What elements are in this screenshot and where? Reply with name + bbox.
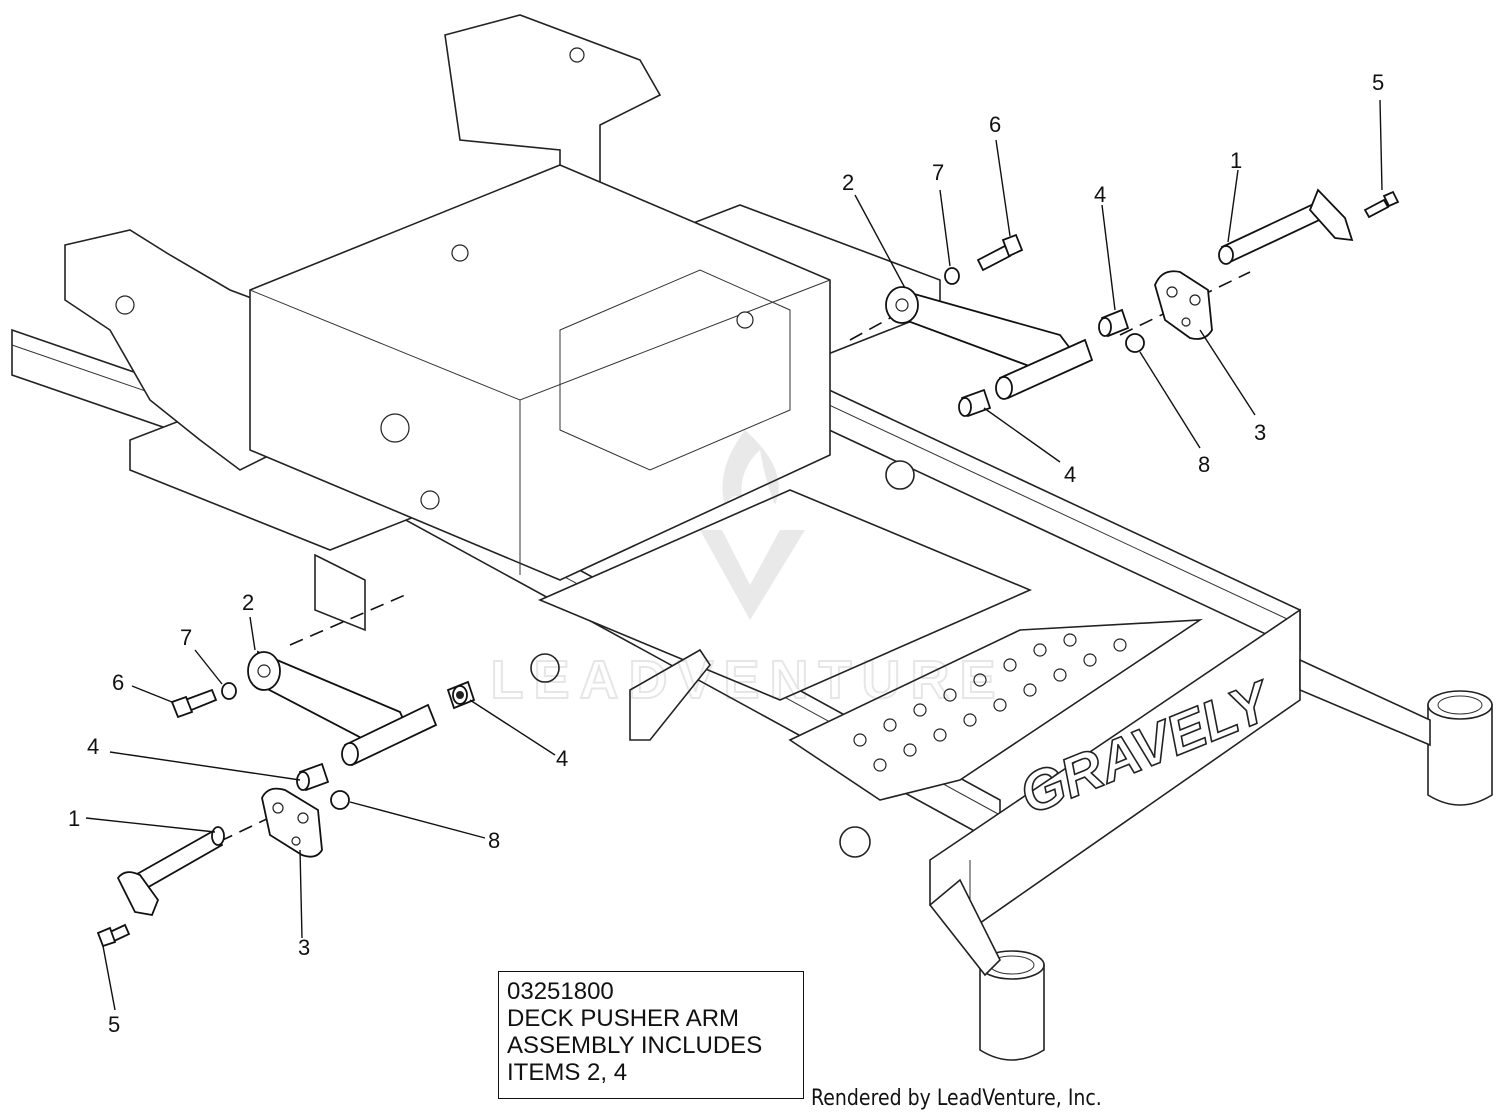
label-left-item-6: 6 bbox=[112, 670, 124, 695]
left-item-7-washer bbox=[221, 682, 237, 700]
label-right-item-5: 5 bbox=[1372, 70, 1384, 95]
right-item-6-bolt bbox=[976, 233, 1024, 272]
rendered-by-credit: Rendered by LeadVenture, Inc. bbox=[811, 1086, 1102, 1111]
watermark: LEADVENTURE bbox=[489, 430, 1005, 711]
label-left-item-4-left: 4 bbox=[87, 734, 99, 759]
flame-v-logo bbox=[700, 430, 805, 620]
right-item-7-washer bbox=[944, 267, 960, 285]
left-item-4-bushing-left bbox=[296, 762, 330, 792]
label-left-item-5: 5 bbox=[108, 1012, 120, 1037]
label-right-item-8: 8 bbox=[1198, 452, 1210, 477]
right-item-5-bolt bbox=[1363, 190, 1400, 219]
right-item-2-arm bbox=[885, 286, 1094, 400]
left-item-8-nut bbox=[330, 790, 350, 810]
left-item-5-bolt bbox=[96, 923, 131, 948]
item-labels-left: 2 7 6 4 4 1 8 3 5 bbox=[68, 590, 568, 1037]
label-left-item-7: 7 bbox=[180, 625, 192, 650]
label-right-item-4-bottom: 4 bbox=[1064, 462, 1076, 487]
label-left-item-8: 8 bbox=[488, 828, 500, 853]
leader-lines bbox=[85, 99, 1383, 1011]
left-item-1-pin bbox=[116, 826, 225, 917]
left-item-3-plate bbox=[261, 787, 323, 858]
callout-line-4: ITEMS 2, 4 bbox=[507, 1059, 628, 1086]
right-item-4-bushing-bottom bbox=[958, 388, 992, 418]
label-right-item-3: 3 bbox=[1254, 420, 1266, 445]
label-left-item-4-right: 4 bbox=[556, 746, 568, 771]
left-item-4-bushing-right bbox=[446, 680, 476, 710]
label-right-item-2: 2 bbox=[842, 170, 854, 195]
callout-line-part-number: 03251800 bbox=[507, 978, 614, 1005]
right-item-3-plate bbox=[1154, 270, 1213, 340]
label-right-item-6: 6 bbox=[989, 112, 1001, 137]
label-left-item-3: 3 bbox=[298, 935, 310, 960]
label-right-item-1: 1 bbox=[1230, 148, 1242, 173]
left-item-6-bolt bbox=[170, 688, 218, 719]
castor-tube-left bbox=[979, 950, 1045, 1061]
label-right-item-7: 7 bbox=[932, 160, 944, 185]
label-right-item-4-top: 4 bbox=[1094, 182, 1106, 207]
left-pusher-arm-assembly bbox=[96, 594, 476, 948]
right-item-8-nut bbox=[1125, 333, 1145, 353]
mower-frame bbox=[11, 14, 1493, 1061]
left-item-2-arm bbox=[247, 650, 438, 767]
right-pusher-arm-assembly bbox=[849, 188, 1400, 418]
watermark-brand-text: LEADVENTURE bbox=[490, 650, 1005, 710]
step-plate-holes bbox=[853, 633, 1127, 772]
label-left-item-1: 1 bbox=[68, 806, 80, 831]
right-item-4-bushing-top bbox=[1098, 308, 1130, 338]
callout-line-3: ASSEMBLY INCLUDES bbox=[507, 1032, 763, 1059]
castor-tube-right bbox=[1427, 690, 1493, 806]
assembly-callout-box: 03251800 DECK PUSHER ARM ASSEMBLY INCLUD… bbox=[498, 971, 804, 1099]
label-left-item-2: 2 bbox=[242, 590, 254, 615]
callout-line-2: DECK PUSHER ARM bbox=[507, 1005, 740, 1032]
right-item-1-pin bbox=[1218, 188, 1354, 265]
item-labels-right: 5 6 7 2 4 1 3 8 4 bbox=[842, 70, 1384, 487]
